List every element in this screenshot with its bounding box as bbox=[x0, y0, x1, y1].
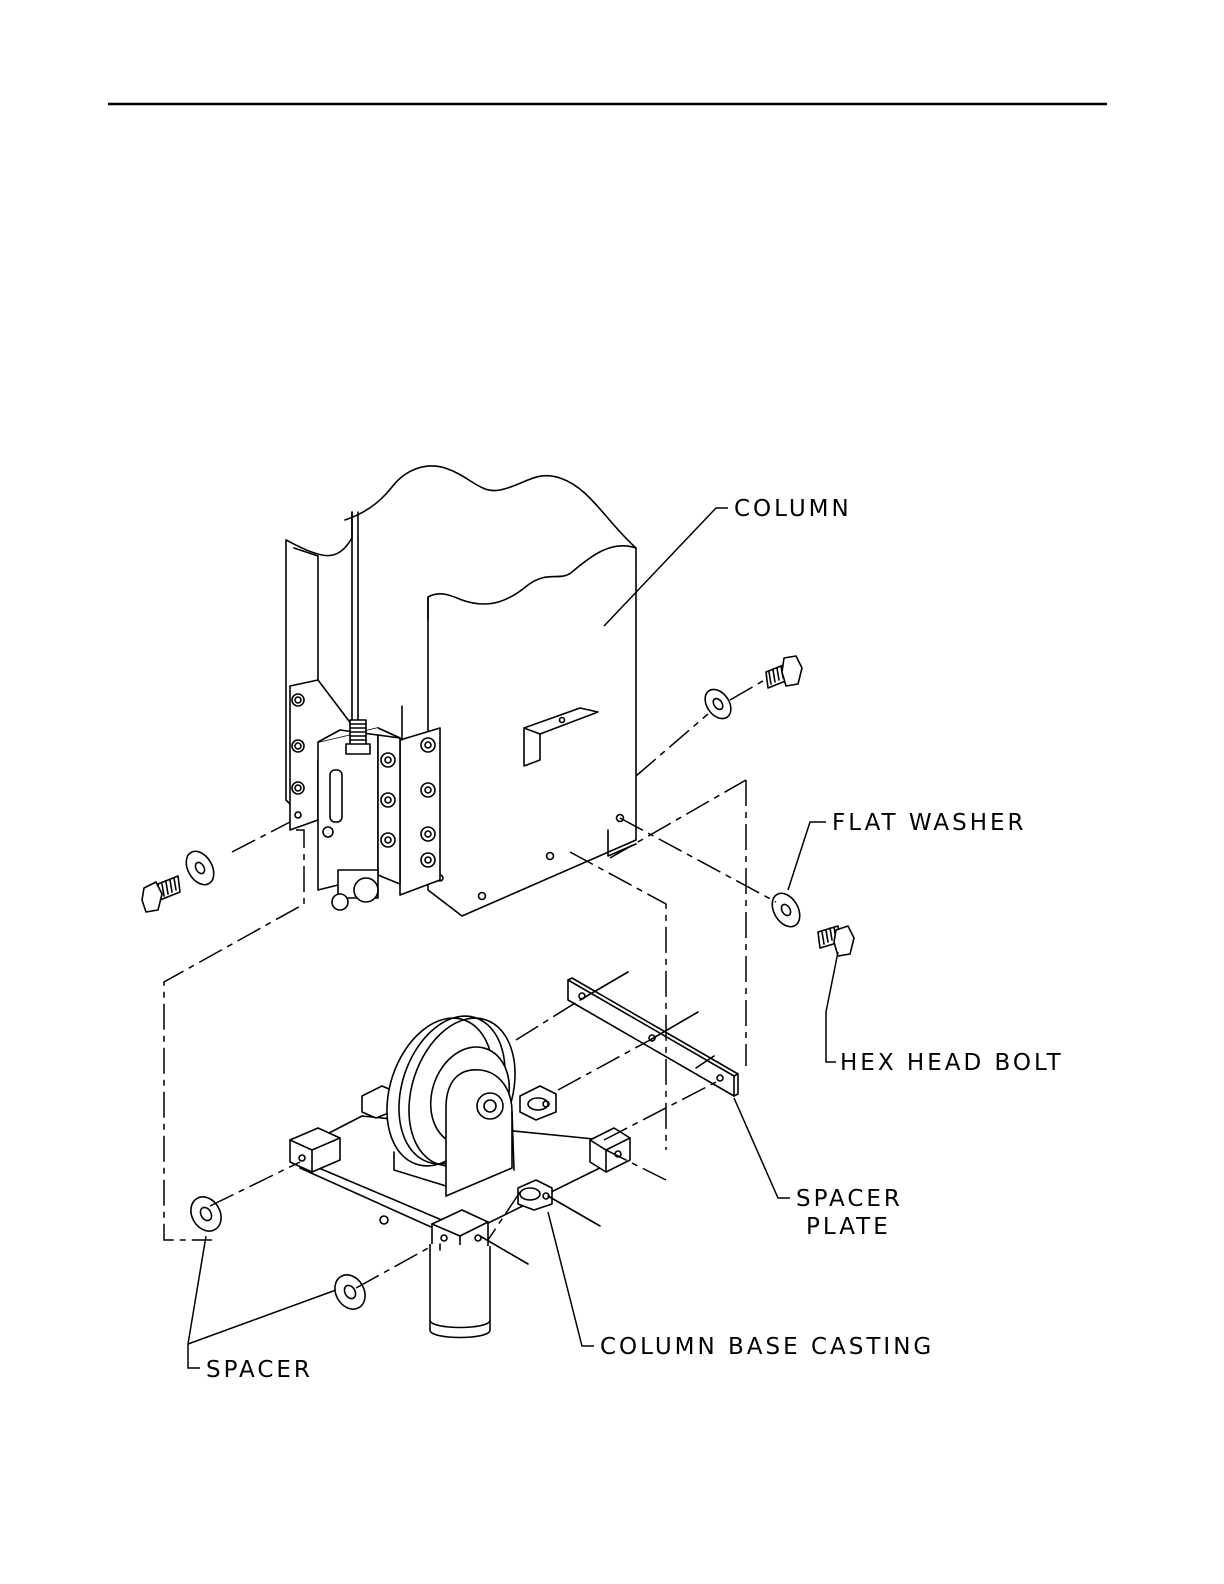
label-flat-washer: FLAT WASHER bbox=[832, 810, 1027, 836]
hex-bolt-left bbox=[142, 876, 180, 912]
flat-washer-left bbox=[181, 846, 220, 889]
label-spacer-plate-line1: SPACER bbox=[796, 1186, 903, 1212]
hex-bolt-upper-right bbox=[766, 656, 802, 688]
spacer-upper bbox=[185, 1191, 227, 1236]
label-column-base-casting: COLUMN BASE CASTING bbox=[600, 1334, 934, 1360]
label-column: COLUMN bbox=[734, 496, 852, 522]
label-spacer-plate-line2: PLATE bbox=[806, 1214, 891, 1240]
spacer-lower bbox=[329, 1269, 371, 1314]
label-hex-head-bolt: HEX HEAD BOLT bbox=[840, 1050, 1064, 1076]
spacer-plate bbox=[568, 978, 738, 1096]
label-spacer: SPACER bbox=[206, 1357, 313, 1383]
flat-washer-upper bbox=[700, 685, 736, 724]
switch-bracket-assembly bbox=[290, 680, 440, 910]
flat-washer-right bbox=[767, 888, 806, 931]
hex-bolt-right bbox=[818, 926, 854, 956]
